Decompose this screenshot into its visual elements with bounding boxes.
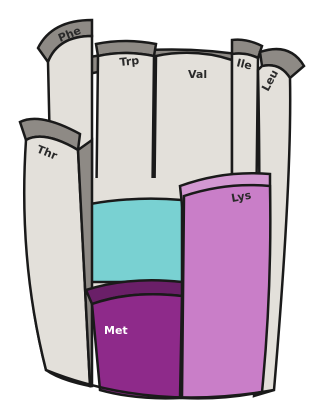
stave-label-met: Met [104, 324, 128, 337]
stave-label-val: Val [188, 68, 207, 81]
stave-thr: Thr [20, 119, 92, 386]
stave-met: Met [86, 280, 182, 398]
water-level [90, 199, 182, 282]
stave-lys: Lys [180, 173, 270, 398]
stave-label-trp: Trp [119, 54, 140, 69]
